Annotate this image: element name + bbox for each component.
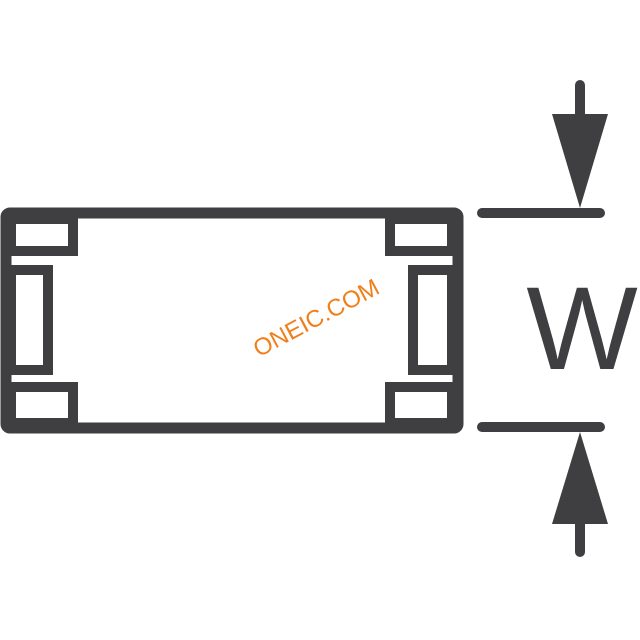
watermark-text: ONEIC.COM: [249, 274, 384, 363]
right-middle-pad: [408, 265, 457, 375]
dimension-label-w: W: [526, 263, 637, 395]
arrowhead-down-icon: [552, 114, 608, 208]
left-top-pad: [6, 214, 78, 256]
right-top-pad: [385, 214, 457, 256]
arrowhead-up-icon: [552, 432, 608, 524]
bottom-dimension-arrow: [552, 432, 608, 557]
right-bottom-pad: [385, 382, 457, 428]
top-dimension-arrow: [552, 80, 608, 208]
left-middle-pad: [6, 265, 53, 375]
left-terminal: [6, 214, 78, 428]
right-terminal: [385, 214, 457, 428]
left-bottom-pad: [6, 382, 78, 428]
